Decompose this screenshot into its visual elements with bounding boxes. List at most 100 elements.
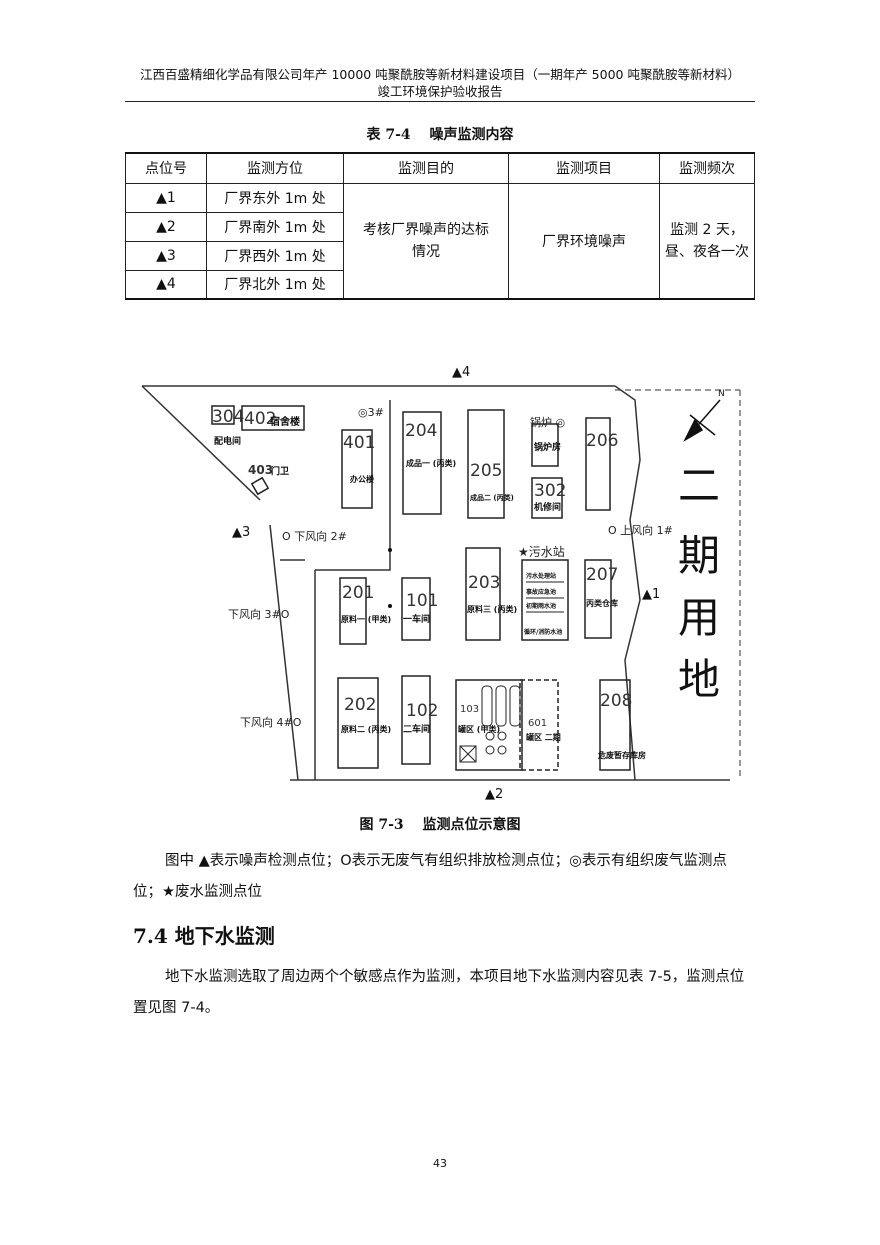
building-102 [401, 675, 431, 765]
legend-text: 图中 ▲表示噪声检测点位；O表示无废气有组织排放检测点位；◎表示有组织废气监测点… [133, 853, 727, 900]
gas-point-3: ◎3# [358, 406, 384, 419]
building-name: 宿舍楼 [270, 415, 300, 428]
building-name: 一车间 [403, 613, 430, 625]
location-cell: 厂界北外 1m 处 [206, 269, 344, 300]
tank-icons [459, 685, 521, 763]
building-name: 罐区 (甲类) [457, 724, 500, 734]
site-map: 304 402 403 401 204 205 302 206 201 101 … [141, 365, 741, 800]
phase2-label-char: 二 [678, 461, 720, 510]
noise-point-2: ▲2 [485, 787, 503, 800]
building-208 [599, 679, 631, 771]
phase2-label-char: 用 [678, 593, 720, 642]
building-name: 丙类仓库 [586, 598, 618, 608]
noise-point-3: ▲3 [232, 525, 250, 540]
frequency-line-1: 监测 2 天， [670, 221, 744, 238]
building-number: 203 [468, 573, 500, 593]
building-number: 304 [212, 407, 244, 427]
building-number: 401 [343, 433, 375, 453]
purpose-cell: 考核厂界噪声的达标情况 [343, 182, 509, 300]
building-name: 原料三 (丙类) [467, 604, 517, 614]
station-dividers [526, 581, 564, 613]
building-name: 门卫 [271, 465, 289, 477]
station-label: 事故应急池 [526, 588, 556, 596]
building-number: 102 [406, 701, 438, 721]
tank-farm-601 [519, 679, 559, 771]
building-name: 锅炉房 [533, 441, 561, 453]
building-number: 101 [406, 591, 438, 611]
noise-point-4: ▲4 [452, 365, 470, 380]
table-header-cell: 点位号 [125, 152, 207, 184]
table-header-cell: 监测目的 [343, 152, 509, 184]
building-402 [241, 405, 305, 431]
frequency-cell: 监测 2 天， 昼、夜各一次 [659, 182, 755, 300]
water-point: ★污水站 [518, 545, 565, 559]
building-304 [211, 405, 235, 425]
noise-point-1: ▲1 [642, 587, 660, 602]
building-name: 成品一 (丙类) [406, 458, 456, 468]
station-label: 污水处理站 [526, 572, 556, 580]
sewage-station [521, 559, 569, 641]
building-name: 罐区 二期 [525, 732, 561, 742]
air-point-down-4: 下风向 4#O [240, 715, 302, 729]
point-cell: ▲3 [125, 240, 207, 271]
gas-point-boiler: 锅炉 ◎ [530, 416, 565, 429]
building-number: 402 [244, 409, 276, 429]
site-boundary [141, 385, 730, 781]
building-name: 二车间 [403, 723, 430, 735]
building-101 [401, 577, 431, 641]
phase2-boundary [615, 389, 741, 780]
header-line-1: 江西百盛精细化学品有限公司年产 10000 吨聚酰胺等新材料建设项目（一期年产 … [140, 67, 740, 82]
point-cell: ▲2 [125, 211, 207, 242]
junction-dot [388, 548, 392, 552]
building-number: 601 [528, 718, 547, 729]
building-203 [465, 547, 501, 641]
building-207 [584, 559, 612, 639]
station-label: 初期雨水池 [526, 602, 556, 610]
building-302 [531, 477, 563, 519]
building-name: 原料二 (丙类) [341, 724, 391, 734]
junction-dot [388, 604, 392, 608]
page-number: 43 [433, 1157, 447, 1170]
building-number: 204 [405, 421, 437, 441]
station-label: 循环/消防水池 [524, 628, 562, 636]
location-cell: 厂界东外 1m 处 [206, 182, 344, 213]
frequency-line-2: 昼、夜各一次 [665, 243, 749, 260]
figure-caption: 图 7-3 监测点位示意图 [359, 817, 521, 833]
item-cell: 厂界环境噪声 [508, 182, 660, 300]
building-number: 202 [344, 695, 376, 715]
building-206 [585, 417, 611, 511]
svg-text:N: N [718, 389, 725, 399]
table-header-cell: 监测项目 [508, 152, 660, 184]
north-arrow-icon: N [683, 389, 725, 442]
air-point-up-1: O 上风向 1# [608, 523, 673, 537]
building-number: 208 [600, 691, 632, 711]
location-cell: 厂界南外 1m 处 [206, 211, 344, 242]
building-401 [341, 429, 373, 509]
table-header-cell: 监测方位 [206, 152, 344, 184]
building-number: 302 [534, 481, 566, 501]
phase2-label-char: 地 [678, 655, 720, 704]
building-name: 成品二 (丙类) [470, 493, 514, 502]
header-rule [125, 101, 755, 102]
building-number: 103 [460, 704, 479, 715]
building-201 [339, 577, 367, 645]
table-header-cell: 监测频次 [659, 152, 755, 184]
building-204 [402, 411, 442, 515]
tank-farm-103 [455, 679, 523, 771]
point-cell: ▲4 [125, 269, 207, 300]
building-name: 原料一 (甲类) [341, 614, 391, 624]
building-name: 办公楼 [350, 474, 374, 484]
air-point-down-2: O 下风向 2# [282, 529, 347, 543]
building-name: 机修间 [534, 501, 561, 513]
section-title: 7.4 地下水监测 [133, 924, 275, 948]
building-205 [467, 409, 505, 519]
building-boiler [531, 423, 559, 467]
header-line-2: 竣工环境保护验收报告 [377, 84, 503, 99]
building-number: 403 [248, 463, 273, 477]
noise-monitoring-table: 点位号 监测方位 监测目的 监测项目 监测频次 ▲1 厂界东外 1m 处 考核厂… [125, 152, 755, 300]
building-number: 205 [470, 461, 502, 481]
building-202 [337, 677, 379, 769]
body-paragraph: 地下水监测选取了周边两个个敏感点作为监测，本项目地下水监测内容见表 7-5，监测… [133, 969, 745, 1016]
building-number: 207 [586, 565, 618, 585]
table-caption: 表 7-4 噪声监测内容 [366, 127, 514, 143]
